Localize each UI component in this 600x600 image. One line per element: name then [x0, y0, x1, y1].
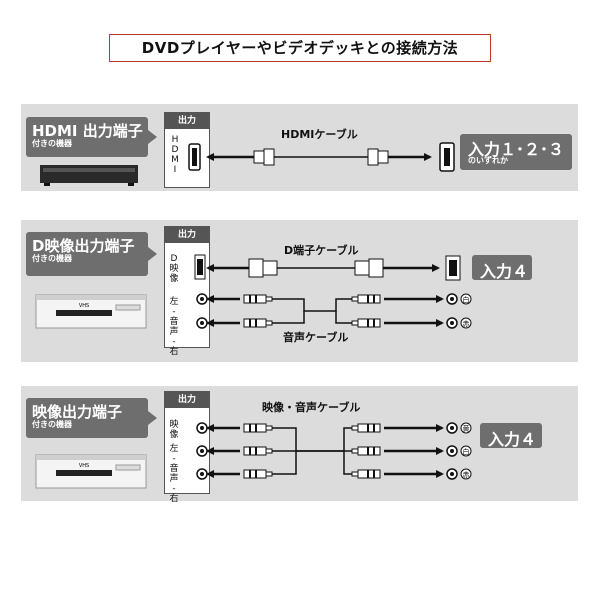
vcr-icon-2: VHS [35, 454, 147, 489]
hdmi-destination-box: 入力１･２･３ のいずれか [460, 134, 572, 170]
white-badge-text-2: 白 [463, 447, 470, 456]
video-in-jack-icon [446, 422, 458, 434]
red-badge-text-2: 赤 [463, 471, 470, 479]
audio-left-in-jack-icon-2 [446, 445, 458, 457]
av-cable [206, 423, 444, 479]
audio-cable [206, 294, 444, 328]
composite-video-port-label: 映像 [169, 420, 179, 440]
hdmi-port-icon [188, 143, 201, 171]
audio-right-out-jack-icon-2 [196, 468, 208, 480]
composite-source-title: 映像出力端子 [32, 403, 123, 421]
audio-right-in-jack-icon [446, 317, 458, 329]
composite-source-subtitle: 付きの機器 [32, 420, 72, 429]
output-header: 出力 [165, 113, 209, 129]
red-badge-icon [460, 317, 472, 329]
d-port-icon [194, 254, 206, 280]
hdmi-input-icon [439, 142, 455, 172]
hdmi-source-title: HDMI 出力端子 [32, 122, 143, 140]
audio-right-out-jack-icon [196, 317, 208, 329]
red-badge-icon-2 [460, 468, 472, 480]
white-badge-icon-2 [460, 445, 472, 457]
composite-output-panel: 出力 映像 左-音声-右 [164, 391, 210, 504]
d-destination-box: 入力４ [472, 255, 532, 281]
audio-left-in-jack-icon [446, 293, 458, 305]
composite-destination-title: 入力４ [488, 430, 537, 449]
dvd-player-icon [40, 165, 138, 186]
yellow-badge-text: 黄 [463, 424, 470, 433]
audio-left-out-jack-icon-2 [196, 445, 208, 457]
hdmi-source-box: HDMI 出力端子 付きの機器 [26, 117, 157, 157]
hdmi-destination-subtitle: のいずれか [468, 156, 508, 165]
hdmi-cable-label: HDMIケーブル [281, 128, 358, 141]
hdmi-cable [206, 148, 432, 166]
vcr-icon: VHS [35, 294, 147, 329]
hdmi-destination-title: 入力１･２･３ [468, 140, 565, 159]
d-video-source-title: D映像出力端子 [32, 237, 135, 255]
d-cable-label: D端子ケーブル [284, 244, 359, 257]
d-video-source-box: D映像出力端子 付きの機器 [26, 232, 157, 276]
composite-source-box: 映像出力端子 付きの機器 [26, 398, 157, 438]
white-badge-text: 白 [463, 295, 470, 304]
audio-left-out-jack-icon [196, 293, 208, 305]
vcr-brand: VHS [79, 303, 89, 309]
d-video-source-subtitle: 付きの機器 [32, 254, 72, 263]
yellow-badge-icon [460, 422, 472, 434]
composite-destination-box: 入力４ [480, 423, 542, 449]
audio-right-in-jack-icon-2 [446, 468, 458, 480]
d-destination-title: 入力４ [480, 262, 529, 281]
hdmi-source-subtitle: 付きの機器 [32, 139, 72, 148]
d-audio-port-label: 左-音声-右 [169, 297, 179, 357]
d-input-icon [445, 255, 461, 281]
output-header: 出力 [165, 392, 209, 408]
d-cable [206, 258, 440, 278]
output-header: 出力 [165, 227, 209, 243]
composite-audio-port-label: 左-音声-右 [169, 444, 179, 504]
white-badge-icon [460, 293, 472, 305]
page-title: DVDプレイヤーやビデオデッキとの接続方法 [109, 34, 491, 62]
vcr-brand-2: VHS [79, 463, 89, 469]
av-cable-label: 映像・音声ケーブル [262, 401, 361, 414]
red-badge-text: 赤 [463, 320, 470, 328]
video-out-jack-icon [196, 422, 208, 434]
audio-cable-label: 音声ケーブル [283, 331, 349, 344]
